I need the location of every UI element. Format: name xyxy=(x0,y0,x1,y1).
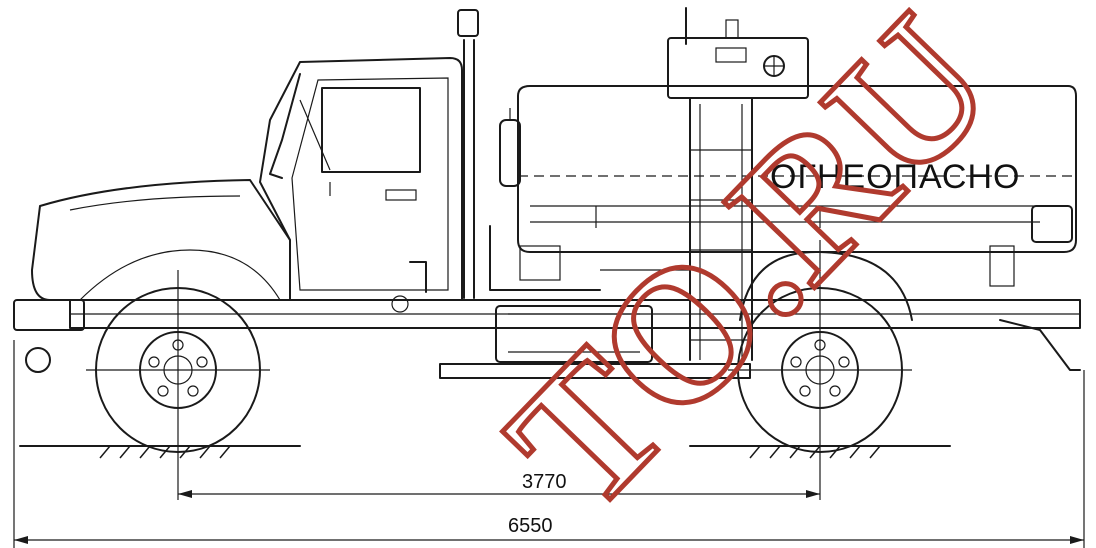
watermark: TO.RU xyxy=(467,0,1035,548)
fuel-box xyxy=(495,305,653,363)
exhaust xyxy=(457,9,479,299)
dimension-overall-length: 6550 xyxy=(13,340,1085,548)
dimension-wheelbase: 3770 xyxy=(178,471,820,498)
rear-wheel xyxy=(728,240,912,500)
piping xyxy=(391,225,690,313)
hood xyxy=(13,179,291,373)
tank-hazard-label: ОГНЕОПАСНО xyxy=(770,158,1020,196)
extinguisher xyxy=(499,108,521,187)
overall-length-value: 6550 xyxy=(508,515,553,537)
cab xyxy=(259,57,463,301)
pump-unit xyxy=(667,7,809,361)
watermark-text: TO.RU xyxy=(469,0,1032,548)
front-wheel xyxy=(86,270,270,500)
wheelbase-value: 3770 xyxy=(522,471,567,493)
tank: ОГНЕОПАСНО xyxy=(517,85,1077,253)
